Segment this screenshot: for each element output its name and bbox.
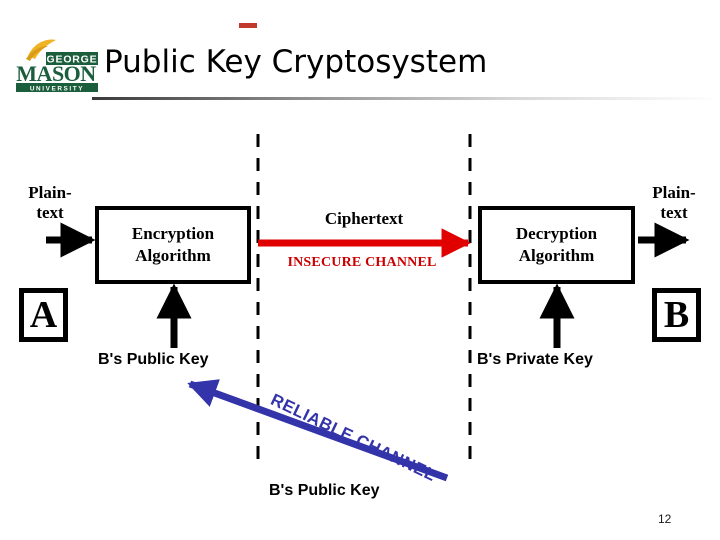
- title-accent-dash: [239, 23, 257, 28]
- george-mason-university-logo: GEORGE MASON UNIVERSITY: [8, 38, 104, 92]
- plaintext-label-right: Plain- text: [641, 183, 707, 224]
- insecure-channel-label: INSECURE CHANNEL: [287, 255, 437, 270]
- encryption-algorithm-box: Encryption Algorithm: [95, 206, 251, 284]
- entity-box-a: A: [19, 288, 68, 342]
- public-key-label-left: B's Public Key: [98, 351, 209, 368]
- plaintext-label-left: Plain- text: [17, 183, 83, 224]
- plaintext-left-line1: Plain-: [28, 183, 72, 202]
- encryption-line1: Encryption: [131, 223, 215, 243]
- title-divider-rule: [92, 97, 720, 100]
- decryption-algorithm-box: Decryption Algorithm: [478, 206, 635, 284]
- svg-text:UNIVERSITY: UNIVERSITY: [30, 85, 84, 92]
- private-key-label-right: B's Private Key: [477, 351, 593, 368]
- plaintext-right-line2: text: [660, 203, 688, 223]
- svg-text:GEORGE: GEORGE: [47, 53, 98, 65]
- decryption-line2: Algorithm: [518, 246, 595, 265]
- public-key-label-bottom: B's Public Key: [269, 482, 380, 499]
- plaintext-left-line2: text: [36, 203, 64, 223]
- decryption-line1: Decryption: [515, 223, 598, 243]
- entity-box-b: B: [652, 288, 701, 342]
- page-title: Public Key Cryptosystem: [104, 44, 488, 80]
- svg-text:MASON: MASON: [16, 61, 96, 86]
- plaintext-right-line1: Plain-: [652, 183, 696, 202]
- ciphertext-label: Ciphertext: [324, 209, 404, 228]
- page-number: 12: [658, 512, 672, 526]
- gmu-logo-artwork: GEORGE MASON UNIVERSITY: [16, 39, 98, 92]
- reliable-channel-label: RELIABLE CHANNEL: [267, 390, 440, 486]
- encryption-line2: Algorithm: [135, 246, 211, 265]
